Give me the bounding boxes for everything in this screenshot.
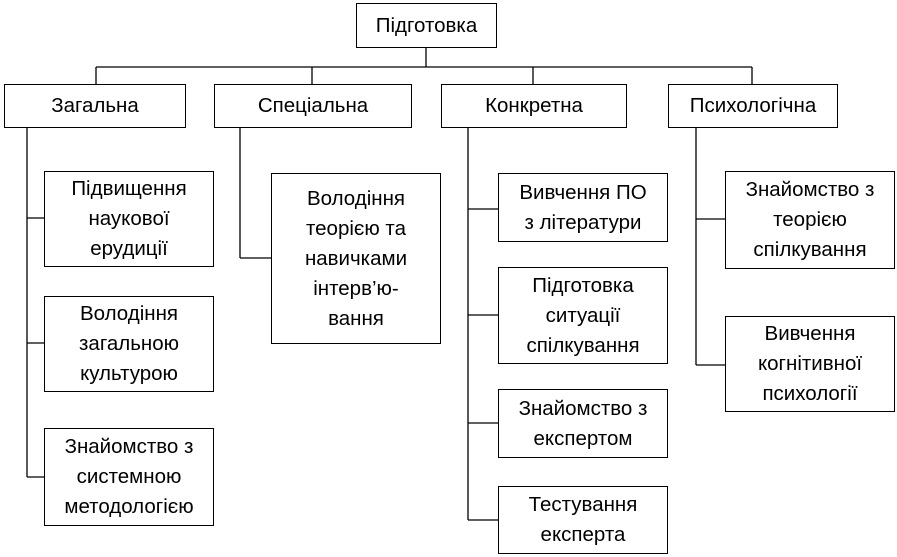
root-box: Підготовка: [356, 3, 497, 48]
category-box-spetsialna: Спеціальна: [214, 84, 412, 128]
category-box-konkretna: Конкретна: [441, 84, 627, 128]
category-box-zahalna: Загальна: [4, 84, 186, 128]
category-box-psykholohichna: Психологічна: [668, 84, 838, 128]
category-label: Спеціальна: [257, 94, 369, 117]
category-label: Конкретна: [485, 94, 583, 117]
category-label: Психологічна: [689, 94, 817, 117]
root-label: Підготовка: [375, 13, 478, 37]
category-label: Загальна: [51, 94, 139, 117]
